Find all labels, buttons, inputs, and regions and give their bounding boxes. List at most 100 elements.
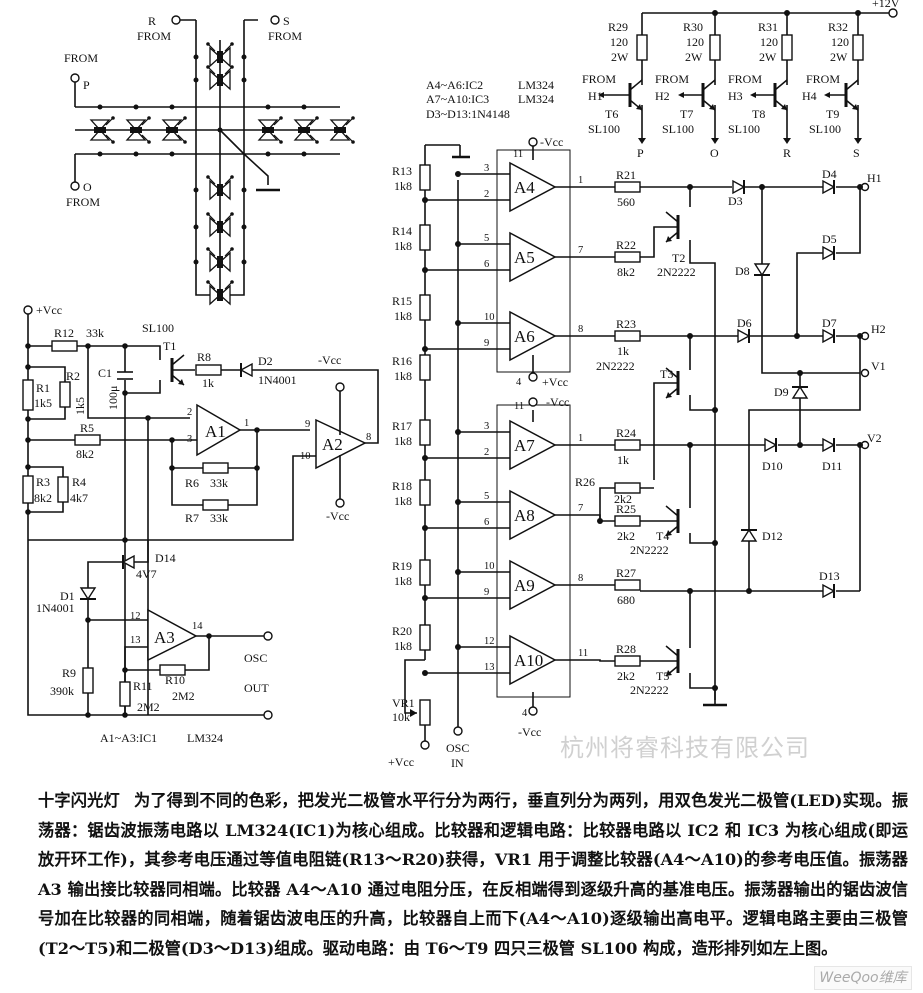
driver-stage-t9: R32 120 2W FROM H4 T9 SL100 S xyxy=(802,13,864,160)
circuit-schematic: FROM P O FROM R FROM S FROM +12V R29 120… xyxy=(22,0,900,770)
output-h2: H2 xyxy=(871,322,886,336)
d9-label: D9 xyxy=(774,385,789,399)
d3-label: D3 xyxy=(728,194,743,208)
osc-label: OSC xyxy=(244,651,267,665)
t3-label: T3 xyxy=(660,367,673,381)
output-label: R xyxy=(783,146,791,160)
label-from: FROM xyxy=(66,195,100,209)
resistor-body xyxy=(614,579,641,591)
transistor-type: SL100 xyxy=(728,122,760,136)
resistor-value: 1k8 xyxy=(394,574,412,588)
pin-label: 9 xyxy=(305,419,310,430)
opamp-symbol xyxy=(509,634,557,686)
transistor-type: SL100 xyxy=(809,122,841,136)
label-from: FROM xyxy=(268,29,302,43)
ic1-type: LM324 xyxy=(187,731,223,745)
r9-value: 390k xyxy=(50,684,74,698)
resistor-body xyxy=(614,251,641,263)
pin-label: 5 xyxy=(484,491,489,502)
r4-value: 4k7 xyxy=(70,491,88,505)
pin-label: 1 xyxy=(244,418,249,429)
output-v2: V2 xyxy=(867,431,882,445)
resistor-power: 2W xyxy=(759,50,777,64)
driver-stage: +12V R29 120 2W FROM H1 T6 SL100 P R30 xyxy=(582,0,900,160)
r10-value: 2M2 xyxy=(172,689,195,703)
r7-label: R7 xyxy=(185,511,199,525)
r5-value: 8k2 xyxy=(76,447,94,461)
input-label: H4 xyxy=(802,89,817,103)
r10-label: R10 xyxy=(165,673,185,687)
t1-type: SL100 xyxy=(142,321,174,335)
resistor-value: 8k2 xyxy=(617,265,635,279)
pin-label: 2 xyxy=(484,189,489,200)
resistor-label: R14 xyxy=(392,224,412,238)
resistor-body xyxy=(419,419,431,446)
pin-label: 6 xyxy=(484,517,489,528)
vcc-pos-label: +Vcc xyxy=(388,755,414,769)
d7-label: D7 xyxy=(822,316,837,330)
d1-type: 1N4001 xyxy=(36,601,75,615)
pin-label: 6 xyxy=(484,259,489,270)
r11-value: 2M2 xyxy=(137,700,160,714)
pin-label: 12 xyxy=(130,611,141,622)
resistor-power: 2W xyxy=(611,50,629,64)
pin-label: 12 xyxy=(484,636,495,647)
resistor-label: R16 xyxy=(392,354,412,368)
resistor-label: R29 xyxy=(608,20,628,34)
t1-label: T1 xyxy=(163,339,176,353)
resistor-body xyxy=(614,330,641,342)
resistor-value: 1k8 xyxy=(394,494,412,508)
site-logo: WeeQoo维库 xyxy=(814,966,912,990)
ic3-note: A7~A10:IC3 xyxy=(426,92,489,106)
d14-label: D14 xyxy=(155,551,176,565)
d14-value: 4V7 xyxy=(136,567,157,581)
comparator-bank: R131k8R141k8R151k8R161k8R171k8R181k8R191… xyxy=(388,135,690,770)
resistor-body xyxy=(419,224,431,251)
resistor-body xyxy=(614,515,641,527)
description-block: 十字闪光灯为了得到不同的色彩，把发光二极管水平行分为两行，垂直列分为两列，用双色… xyxy=(38,786,908,963)
pin-label: 13 xyxy=(130,635,141,646)
resistor-label: R31 xyxy=(758,20,778,34)
output-label: P xyxy=(637,146,644,160)
pin-label: 8 xyxy=(366,432,371,443)
vcc-neg-label: -Vcc xyxy=(518,725,541,739)
watermark: 杭州将睿科技有限公司 xyxy=(560,734,810,762)
resistor-label: R24 xyxy=(616,426,636,440)
pin-label: 14 xyxy=(192,621,203,632)
supply-terminal xyxy=(888,8,898,18)
opamp-label: A4 xyxy=(514,178,535,197)
logic-circuit: T2 2N2222 T3 2N2222 T4 2N2222 T5 2N2222 xyxy=(596,167,886,707)
c1-label: C1 xyxy=(98,366,112,380)
vcc-neg-label: -Vcc xyxy=(318,353,341,367)
opamp-label: A7 xyxy=(514,436,535,455)
resistor-value: 560 xyxy=(617,195,635,209)
r8-label: R8 xyxy=(197,350,211,364)
resistor-label: R18 xyxy=(392,479,412,493)
resistor-label: R25 xyxy=(616,502,636,516)
label-from: FROM xyxy=(728,72,762,86)
resistor-body xyxy=(419,624,431,651)
label-from: FROM xyxy=(655,72,689,86)
output-label: O xyxy=(710,146,719,160)
terminal-r xyxy=(171,15,181,25)
pin-label: 2 xyxy=(187,407,192,418)
d8-label: D8 xyxy=(735,264,750,278)
opamp-symbol xyxy=(509,489,557,541)
resistor-body xyxy=(419,559,431,586)
t3-type: 2N2222 xyxy=(596,359,635,373)
resistor-power: 2W xyxy=(830,50,848,64)
resistor-label: R21 xyxy=(616,168,636,182)
output-v1: V1 xyxy=(871,359,886,373)
opamp-label: A10 xyxy=(514,651,543,670)
label-from: FROM xyxy=(137,29,171,43)
vcc-pos-label: +Vcc xyxy=(542,375,568,389)
transistor-label: T6 xyxy=(605,107,618,121)
vr1-potentiometer xyxy=(419,699,431,726)
driver-stage-t7: R30 120 2W FROM H2 T7 SL100 O xyxy=(655,13,721,160)
